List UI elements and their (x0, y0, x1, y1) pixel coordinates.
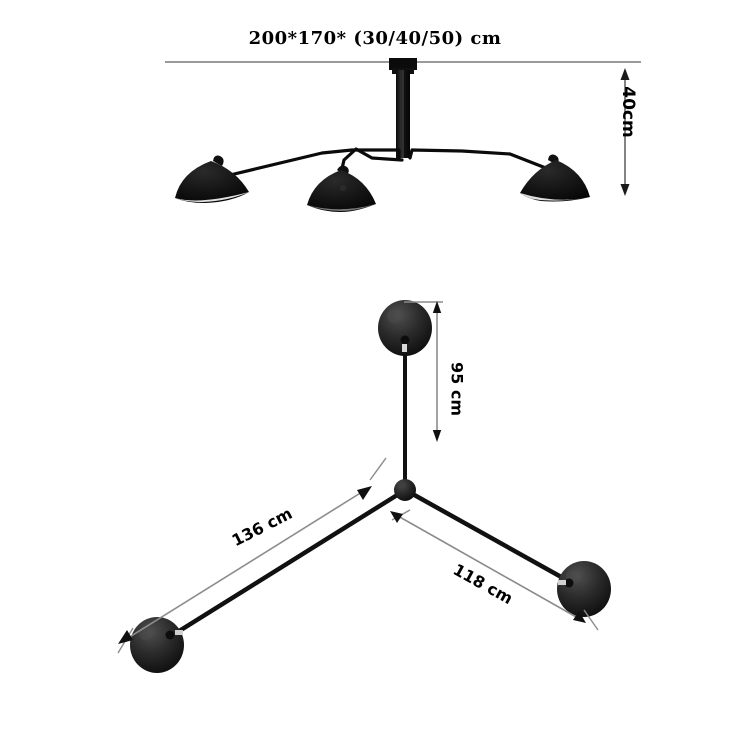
rod-left (165, 489, 405, 641)
dimension-label-95cm: 95 cm (447, 362, 467, 416)
dimension-line-136cm (117, 457, 387, 654)
lamp-arms (224, 147, 558, 178)
lamp-ball-top (378, 300, 432, 356)
lamp-shade-left (175, 155, 249, 203)
elevation-view (165, 58, 641, 212)
dimension-label-40cm: 40cm (618, 86, 638, 138)
dimension-line-40cm (620, 68, 630, 196)
dimension-line-95cm (404, 301, 443, 442)
lamp-ball-right (557, 561, 611, 617)
plan-arms (165, 348, 575, 641)
center-hub (394, 479, 416, 501)
lamp-shade-right (520, 154, 590, 202)
rod-right (406, 489, 575, 586)
page-title: 200*170* (30/40/50) cm (248, 28, 502, 49)
lamp-shade-middle (307, 165, 376, 212)
lamp-ball-left (130, 617, 184, 673)
plan-view (117, 300, 611, 673)
dimension-line-118cm (390, 509, 599, 631)
center-stem (396, 70, 410, 158)
